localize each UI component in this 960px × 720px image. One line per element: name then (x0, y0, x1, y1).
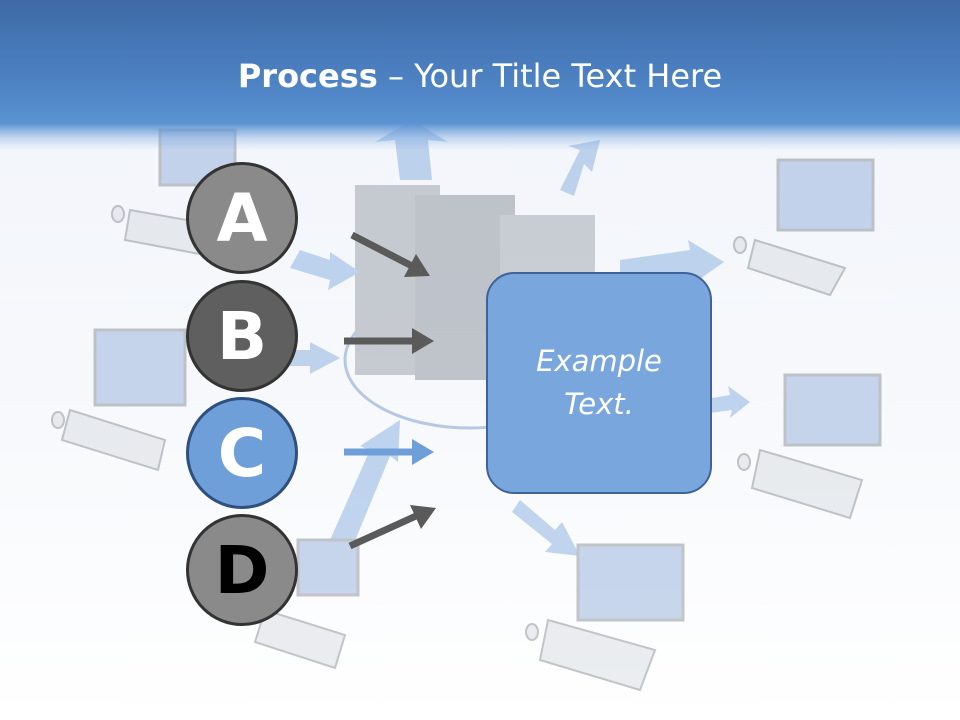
arrow-a (350, 231, 430, 277)
step-c-circle: C (186, 397, 298, 509)
step-a-circle: A (186, 162, 298, 274)
title-strong: Process (237, 57, 378, 95)
example-text-box: Example Text. (486, 272, 712, 494)
example-text: Example Text. (536, 344, 662, 421)
step-b-circle: B (186, 280, 298, 392)
title-rest: – Your Title Text Here (377, 57, 723, 95)
arrow-c (344, 439, 434, 465)
step-d-circle: D (186, 514, 298, 626)
slide-title: Process – Your Title Text Here (0, 56, 960, 96)
arrow-d (348, 505, 436, 550)
arrow-b (344, 328, 434, 354)
title-banner (0, 0, 960, 150)
